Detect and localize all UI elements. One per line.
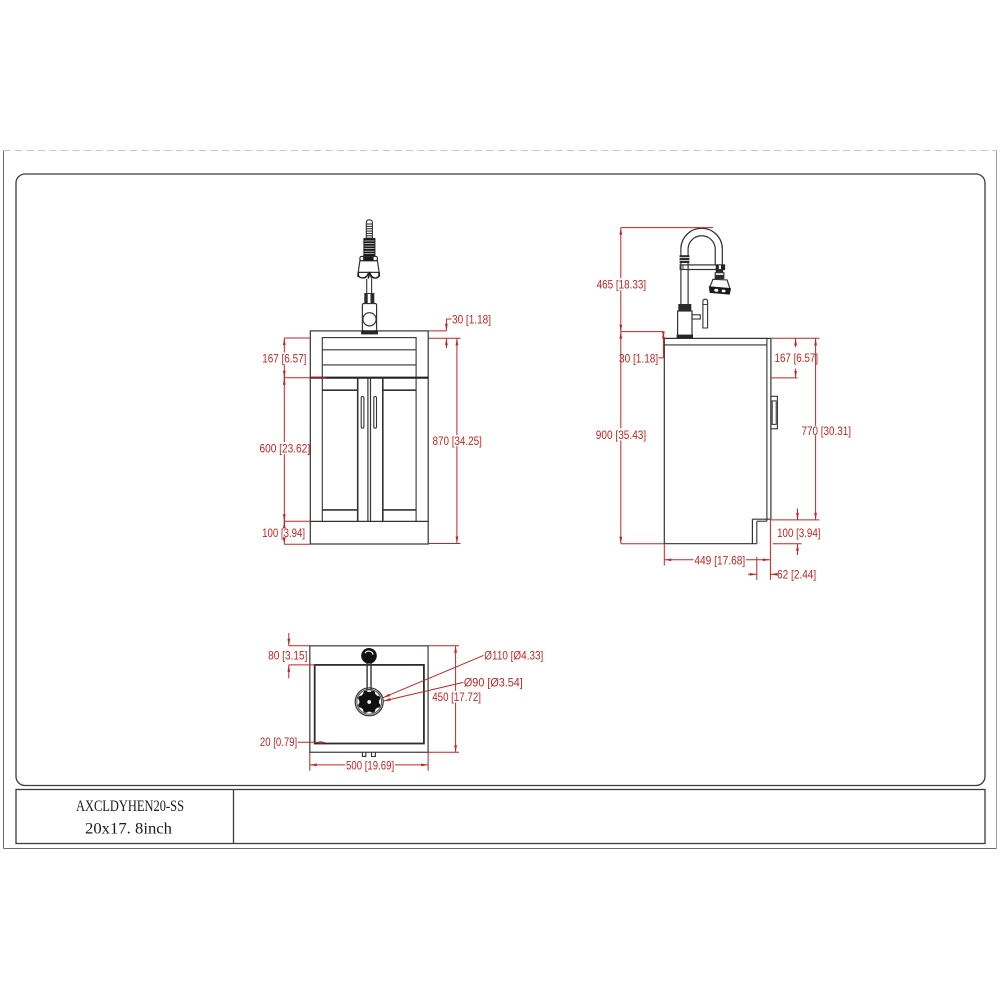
svg-text:449 [17.68]: 449 [17.68]	[694, 554, 745, 568]
svg-text:465 [18.33]: 465 [18.33]	[597, 278, 646, 292]
svg-text:Ø110 [Ø4.33]: Ø110 [Ø4.33]	[484, 648, 543, 662]
svg-text:20 [0.79]: 20 [0.79]	[260, 735, 297, 749]
svg-text:100 [3.94]: 100 [3.94]	[262, 526, 305, 540]
svg-text:167 [6.57]: 167 [6.57]	[262, 352, 306, 366]
svg-text:62 [2.44]: 62 [2.44]	[777, 568, 816, 582]
svg-text:20x17. 8inch: 20x17. 8inch	[85, 821, 172, 838]
svg-text:500 [19.69]: 500 [19.69]	[346, 758, 394, 772]
svg-text:600 [23.62]: 600 [23.62]	[259, 442, 310, 456]
svg-text:870 [34.25]: 870 [34.25]	[432, 434, 482, 448]
svg-text:Ø90 [Ø3.54]: Ø90 [Ø3.54]	[464, 676, 523, 690]
svg-text:30 [1.18]: 30 [1.18]	[452, 312, 491, 326]
svg-text:900 [35.43]: 900 [35.43]	[596, 428, 646, 442]
svg-text:770 [30.31]: 770 [30.31]	[802, 424, 852, 438]
svg-text:100 [3.94]: 100 [3.94]	[777, 526, 820, 540]
svg-text:167 [6.57]: 167 [6.57]	[775, 351, 819, 365]
svg-text:450 [17.72]: 450 [17.72]	[432, 690, 481, 704]
svg-text:30 [1.18]: 30 [1.18]	[619, 351, 658, 365]
svg-text:80 [3.15]: 80 [3.15]	[268, 648, 307, 662]
svg-text:AXCLDYHEN20-SS: AXCLDYHEN20-SS	[76, 798, 184, 815]
